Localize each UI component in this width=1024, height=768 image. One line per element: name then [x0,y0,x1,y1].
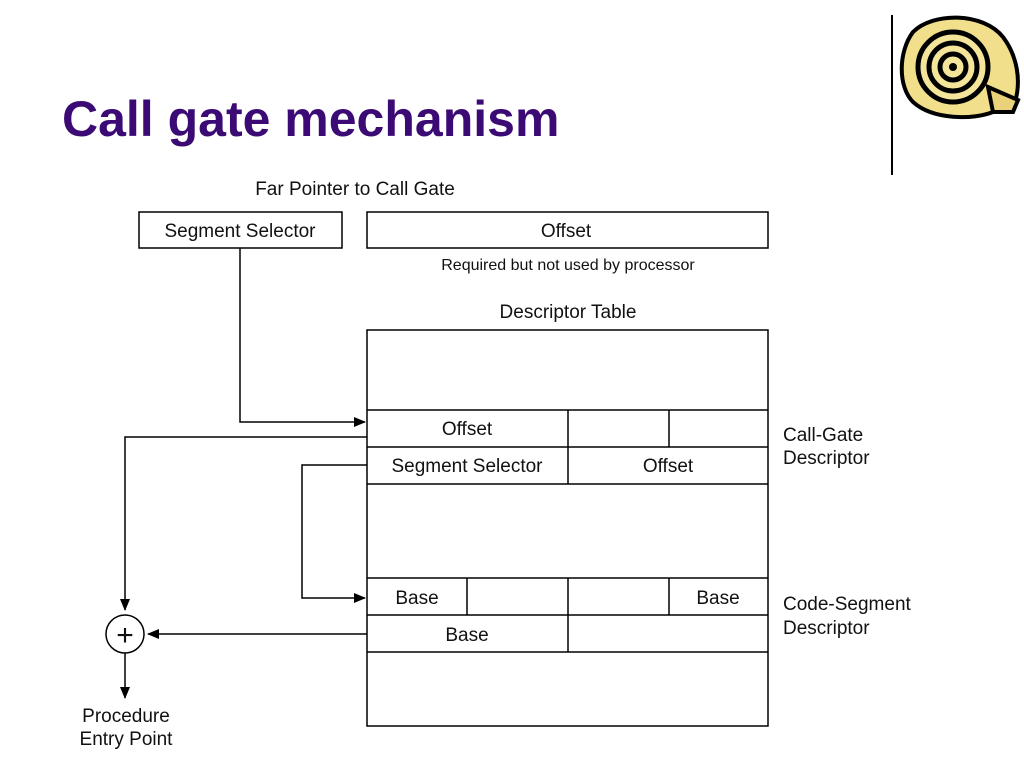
title-divider [891,15,893,175]
far-offset-note: Required but not used by processor [441,257,695,274]
entry-label-2: Entry Point [80,729,174,750]
offset-arrow [120,436,367,611]
slide-title: Call gate mechanism [62,91,560,147]
far-offset-box [366,211,769,249]
call-gate-label-1: Call-Gate [783,425,863,446]
code-seg-label-1: Code-Segment [783,594,912,615]
cs-base-2: Base [696,588,739,609]
cs-base-1: Base [395,588,438,609]
cs-base-3: Base [445,625,488,646]
code-seg-label-2: Descriptor [783,618,870,639]
entry-label-1: Procedure [82,706,170,727]
adder-symbol: + [116,619,134,652]
scroll-icon [899,15,1021,120]
descriptor-table-label: Descriptor Table [500,302,637,323]
cg-offset-low: Offset [643,456,694,477]
far-segment-selector-text: Segment Selector [164,221,316,242]
far-offset-text: Offset [541,221,592,242]
cg-offset-high: Offset [442,419,493,440]
call-gate-label-2: Descriptor [783,448,870,469]
descriptor-table [366,329,769,727]
segment-arrow [301,464,367,603]
far-pointer-label: Far Pointer to Call Gate [255,179,455,200]
cg-segment-selector: Segment Selector [391,456,543,477]
selector-arrow [239,248,366,427]
